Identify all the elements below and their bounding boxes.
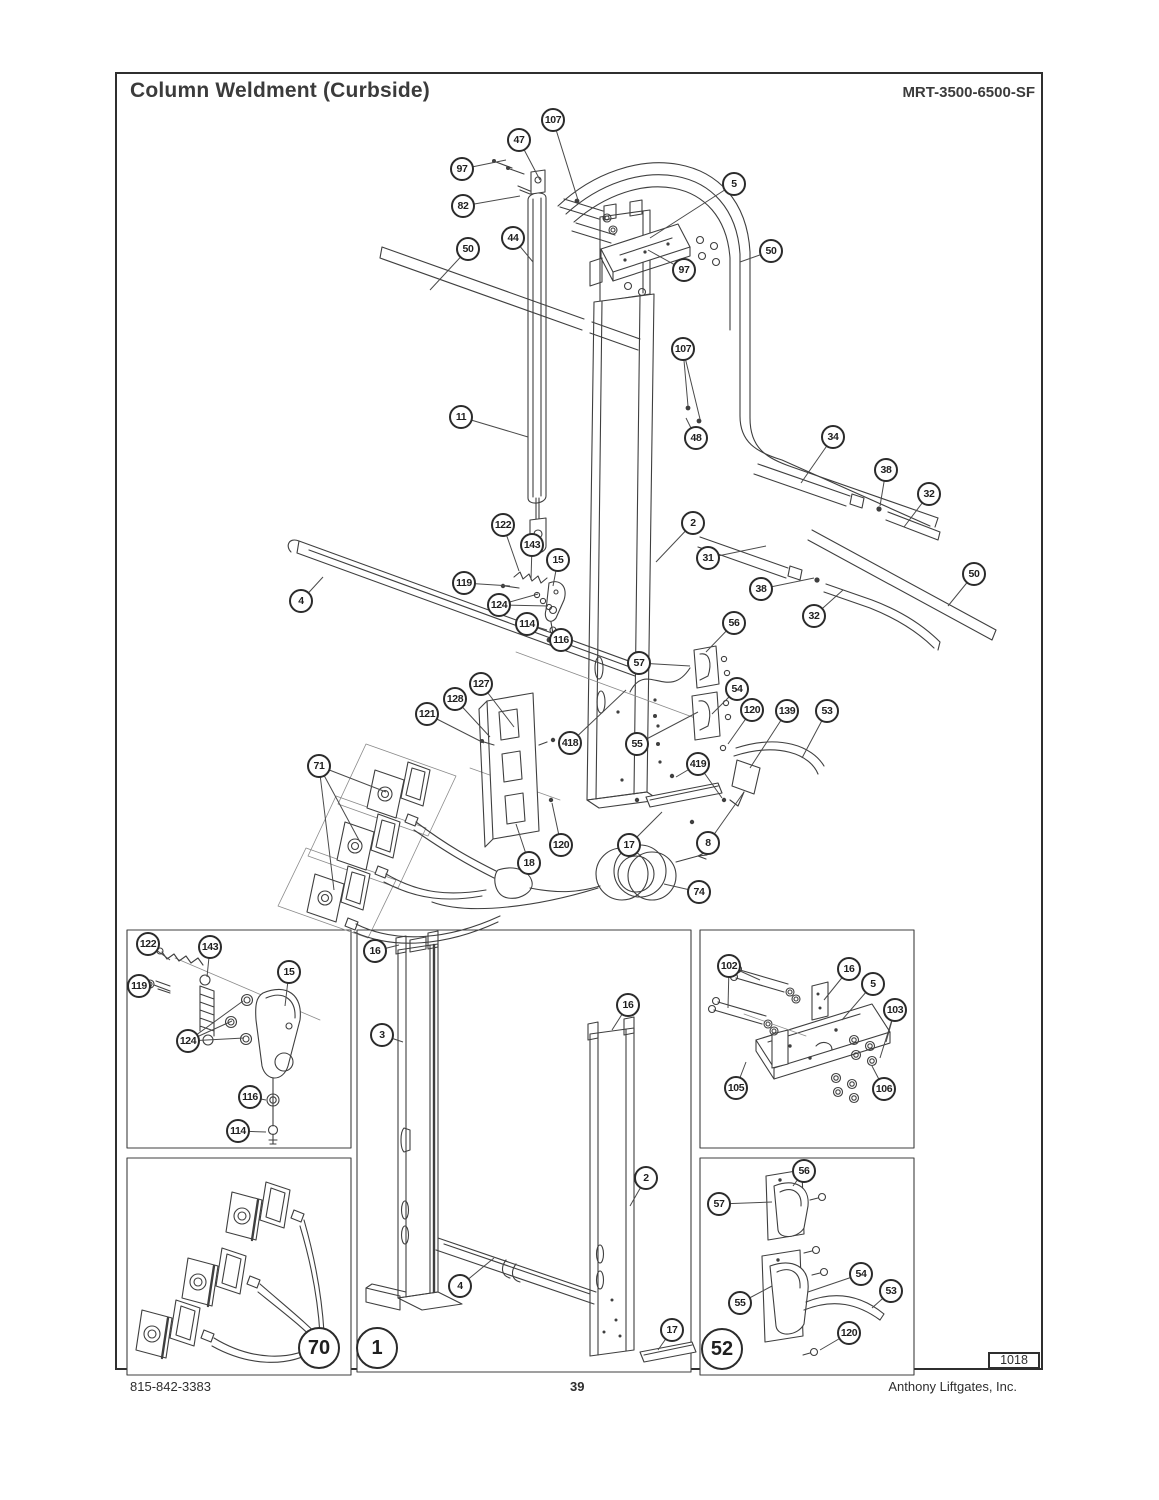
part-callout-inset-pivot-143: 143: [198, 935, 222, 959]
part-callout-main-18: 18: [517, 851, 541, 875]
part-callout-main-74: 74: [687, 880, 711, 904]
part-callout-inset-bracket-106: 106: [872, 1077, 896, 1101]
part-callout-main-32: 32: [802, 604, 826, 628]
part-callout-main-38: 38: [874, 458, 898, 482]
part-callout-main-50: 50: [962, 562, 986, 586]
part-callout-main-34: 34: [821, 425, 845, 449]
part-callout-main-5: 5: [722, 172, 746, 196]
part-callout-main-143: 143: [520, 533, 544, 557]
main-marker-lights: [277, 743, 601, 944]
part-callout-main-122: 122: [491, 513, 515, 537]
part-callout-main-32: 32: [917, 482, 941, 506]
assembly-badge-inset-latch-52: 52: [701, 1328, 743, 1370]
main-left-rails: [287, 246, 641, 677]
part-callout-main-114: 114: [515, 612, 539, 636]
part-callout-main-107: 107: [541, 108, 565, 132]
part-callout-main-116: 116: [549, 628, 573, 652]
part-callout-main-44: 44: [501, 226, 525, 250]
part-callout-main-71: 71: [307, 754, 331, 778]
model-number: MRT-3500-6500-SF: [902, 84, 1035, 101]
part-callout-main-15: 15: [546, 548, 570, 572]
part-callout-main-50: 50: [456, 237, 480, 261]
part-callout-main-53: 53: [815, 699, 839, 723]
part-callout-main-54: 54: [725, 677, 749, 701]
part-callout-main-8: 8: [696, 831, 720, 855]
main-hose-arc: [557, 162, 939, 528]
part-callout-inset-bracket-5: 5: [861, 972, 885, 996]
part-callout-inset-columns-3: 3: [370, 1023, 394, 1047]
part-callout-inset-latch-120: 120: [837, 1321, 861, 1345]
part-callout-inset-pivot-124: 124: [176, 1029, 200, 1053]
part-callout-inset-latch-55: 55: [728, 1291, 752, 1315]
part-callout-inset-bracket-103: 103: [883, 998, 907, 1022]
part-callout-main-418: 418: [558, 731, 582, 755]
inset-bracket-art: [707, 964, 891, 1104]
part-callout-main-47: 47: [507, 128, 531, 152]
part-callout-main-48: 48: [684, 426, 708, 450]
part-callout-main-121: 121: [415, 702, 439, 726]
part-callout-main-82: 82: [451, 194, 475, 218]
main-right-rails: [697, 463, 997, 651]
part-callout-inset-bracket-16: 16: [837, 957, 861, 981]
footer-page-number: 39: [570, 1379, 585, 1394]
part-callout-inset-columns-16: 16: [616, 993, 640, 1017]
part-callout-main-419: 419: [686, 752, 710, 776]
part-callout-inset-columns-4: 4: [448, 1274, 472, 1298]
part-callout-main-17: 17: [617, 833, 641, 857]
page-title: Column Weldment (Curbside): [130, 79, 430, 102]
part-callout-main-31: 31: [696, 546, 720, 570]
assembly-badge-inset-lights-70: 70: [298, 1327, 340, 1369]
assembly-badge-inset-columns-1: 1: [356, 1327, 398, 1369]
part-callout-inset-latch-57: 57: [707, 1192, 731, 1216]
part-callout-main-2: 2: [681, 511, 705, 535]
main-coil-cable: [431, 844, 708, 910]
part-callout-inset-pivot-116: 116: [238, 1085, 262, 1109]
part-callout-main-127: 127: [469, 672, 493, 696]
part-callout-main-97: 97: [450, 157, 474, 181]
inset-columns-art: [365, 930, 697, 1363]
part-callout-main-128: 128: [443, 687, 467, 711]
footer-phone: 815-842-3383: [130, 1379, 211, 1394]
part-callout-main-57: 57: [627, 651, 651, 675]
part-callout-main-107: 107: [671, 337, 695, 361]
part-callout-inset-latch-54: 54: [849, 1262, 873, 1286]
part-callout-main-119: 119: [452, 571, 476, 595]
part-callout-inset-bracket-105: 105: [724, 1076, 748, 1100]
part-callout-main-50: 50: [759, 239, 783, 263]
part-callout-inset-pivot-114: 114: [226, 1119, 250, 1143]
main-latch-plates: [629, 645, 732, 752]
part-callout-main-56: 56: [722, 611, 746, 635]
part-callout-inset-bracket-102: 102: [717, 954, 741, 978]
part-callout-inset-pivot-119: 119: [127, 974, 151, 998]
part-callout-inset-latch-56: 56: [792, 1159, 816, 1183]
part-callout-inset-pivot-122: 122: [136, 932, 160, 956]
part-callout-inset-latch-53: 53: [879, 1279, 903, 1303]
doc-code-box: 1018: [988, 1352, 1040, 1369]
part-callout-main-124: 124: [487, 593, 511, 617]
part-callout-inset-columns-16: 16: [363, 939, 387, 963]
part-callout-inset-columns-17: 17: [660, 1318, 684, 1342]
part-callout-main-55: 55: [625, 732, 649, 756]
part-callout-main-97: 97: [672, 258, 696, 282]
part-callout-inset-columns-2: 2: [634, 1166, 658, 1190]
part-callout-main-4: 4: [289, 589, 313, 613]
main-bottom-parts: [634, 741, 825, 825]
part-callout-main-120: 120: [549, 833, 573, 857]
footer-company: Anthony Liftgates, Inc.: [888, 1379, 1017, 1394]
part-callout-main-139: 139: [775, 699, 799, 723]
part-callout-main-11: 11: [449, 405, 473, 429]
part-callout-main-120: 120: [740, 698, 764, 722]
main-mount-plate: [559, 198, 721, 297]
part-callout-inset-pivot-15: 15: [277, 960, 301, 984]
part-callout-main-38: 38: [749, 577, 773, 601]
inset-latch-art: [761, 1169, 885, 1357]
